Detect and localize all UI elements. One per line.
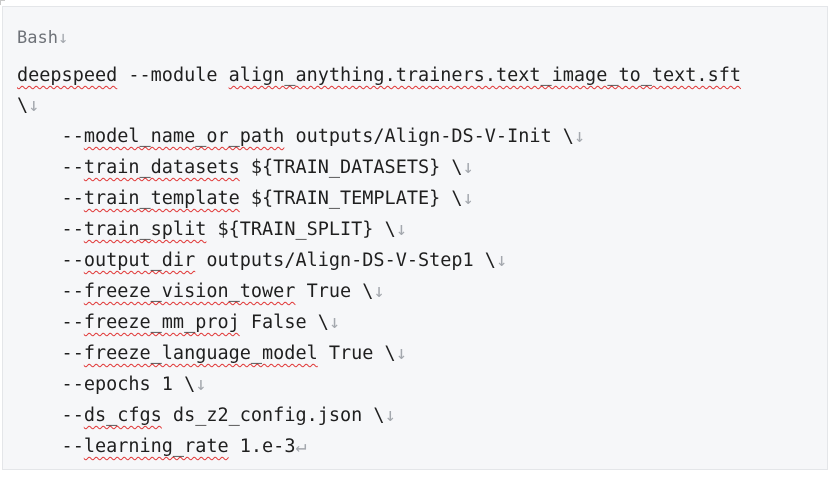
code-line: --learning_rate 1.e-3↵ bbox=[17, 435, 307, 459]
line-break-mark: ↓ bbox=[573, 126, 586, 147]
code-token: ${TRAIN_TEMPLATE} \ bbox=[239, 188, 463, 209]
code-token-misspelled: freeze_language_model bbox=[83, 343, 318, 364]
paragraph-mark: ↵ bbox=[295, 436, 307, 457]
code-block[interactable]: Bash↓ deepspeed --module align_anything.… bbox=[2, 6, 828, 470]
line-break-mark: ↓ bbox=[195, 374, 207, 395]
code-token-misspelled: train_datasets bbox=[83, 157, 240, 178]
code-token-misspelled: output_dir bbox=[83, 250, 196, 271]
code-line: --ds_cfgs ds_z2_config.json \↓ bbox=[17, 404, 396, 428]
code-token: -- bbox=[17, 343, 84, 364]
code-line: --train_template ${TRAIN_TEMPLATE} \↓ bbox=[17, 187, 474, 211]
code-token-misspelled: deepspeed bbox=[17, 65, 118, 86]
line-break-mark: ↓ bbox=[462, 157, 474, 178]
code-token: -- bbox=[17, 405, 84, 426]
code-token-misspelled: train_template bbox=[83, 188, 240, 209]
code-token: -- bbox=[17, 188, 84, 209]
line-break-mark: ↓ bbox=[57, 28, 69, 48]
code-token: -- bbox=[17, 157, 84, 178]
line-break-mark: ↓ bbox=[373, 281, 385, 302]
code-token: ${TRAIN_SPLIT} \ bbox=[206, 219, 396, 240]
code-token: True \ bbox=[295, 281, 374, 302]
code-token: -- bbox=[17, 312, 84, 333]
code-line: --model_name_or_path outputs/Align-DS-V-… bbox=[17, 125, 586, 149]
code-token: -- bbox=[17, 126, 84, 147]
code-token: ds_z2_config.json \ bbox=[161, 405, 385, 426]
code-token: True \ bbox=[317, 343, 396, 364]
line-break-mark: ↓ bbox=[28, 95, 40, 116]
line-break-mark: ↓ bbox=[462, 188, 474, 209]
code-token-misspelled: freeze_mm_proj bbox=[83, 312, 240, 333]
code-token-misspelled: model_name_or_path bbox=[83, 126, 285, 147]
code-token: 1.e-3 bbox=[228, 436, 296, 457]
code-token: \ bbox=[17, 95, 29, 116]
code-token: --epochs 1 \ bbox=[17, 374, 196, 395]
code-token-misspelled: align_anything.trainers.text_image_to_te… bbox=[228, 65, 741, 86]
code-line: --freeze_mm_proj False \↓ bbox=[17, 311, 340, 335]
line-break-mark: ↓ bbox=[395, 343, 407, 364]
code-language-label: Bash↓ bbox=[17, 28, 69, 48]
line-break-mark: ↓ bbox=[384, 405, 396, 426]
code-token: --module bbox=[117, 65, 229, 86]
code-line: --epochs 1 \↓ bbox=[17, 373, 207, 397]
code-token: False \ bbox=[239, 312, 329, 333]
code-line: --freeze_language_model True \↓ bbox=[17, 342, 407, 366]
code-line: --train_split ${TRAIN_SPLIT} \↓ bbox=[17, 218, 407, 242]
code-line: --freeze_vision_tower True \↓ bbox=[17, 280, 385, 304]
code-token-misspelled: train_split bbox=[83, 219, 207, 240]
code-line: deepspeed --module align_anything.traine… bbox=[17, 64, 741, 88]
code-token-misspelled: freeze_vision_tower bbox=[83, 281, 296, 302]
code-token: ${TRAIN_DATASETS} \ bbox=[239, 157, 463, 178]
line-break-mark: ↓ bbox=[495, 250, 508, 271]
code-token: outputs/Align-DS-V-Step1 \ bbox=[195, 250, 496, 271]
line-break-mark: ↓ bbox=[328, 312, 341, 333]
code-token-misspelled: ds_cfgs bbox=[83, 405, 162, 426]
code-token: -- bbox=[17, 436, 84, 457]
code-token: -- bbox=[17, 250, 84, 271]
line-break-mark: ↓ bbox=[395, 219, 407, 240]
code-line: \↓ bbox=[17, 94, 39, 118]
code-line: --train_datasets ${TRAIN_DATASETS} \↓ bbox=[17, 156, 474, 180]
code-token: -- bbox=[17, 219, 84, 240]
code-token: -- bbox=[17, 281, 84, 302]
code-line: --output_dir outputs/Align-DS-V-Step1 \↓ bbox=[17, 249, 508, 273]
code-token: outputs/Align-DS-V-Init \ bbox=[284, 126, 574, 147]
code-token-misspelled: learning_rate bbox=[83, 436, 229, 457]
page-corner-mark bbox=[0, 0, 5, 5]
